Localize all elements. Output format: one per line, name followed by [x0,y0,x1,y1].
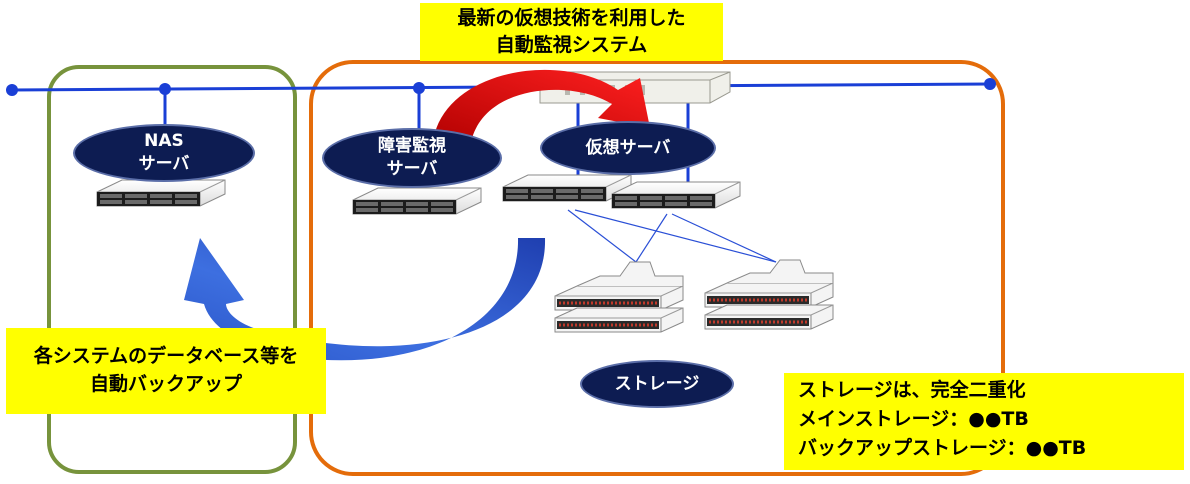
storage-array-2 [703,259,835,331]
storage-note-line-2: メインストレージ：●●TB [798,408,1029,430]
nas-server-unit [96,179,226,207]
virtual-server-label: 仮想サーバ [540,121,716,175]
monitor-server-label: 障害監視 サーバ [322,128,502,188]
bus-end-left [6,84,18,96]
nas-label-line-2: サーバ [138,154,190,174]
virtual-label-line-1: 仮想サーバ [585,137,671,158]
backup-note-line-1: 各システムのデータベース等を [33,345,299,367]
nas-label-line-1: NAS [144,131,184,151]
storage-links [567,209,777,263]
storage-note-line-1: ストレージは、完全二重化 [798,379,1026,401]
backup-note-line-2: 自動バックアップ [89,373,242,395]
main-frame [309,60,1005,476]
storage-note-line-3: バックアップストレージ：●●TB [798,437,1087,459]
system-banner: 最新の仮想技術を利用した 自動監視システム [420,3,723,61]
monitor-label-line-2: サーバ [386,159,438,179]
backup-note: 各システムのデータベース等を 自動バックアップ [6,328,326,414]
monitor-label-line-1: 障害監視 [378,136,446,156]
banner-line-2: 自動監視システム [495,34,648,56]
banner-line-1: 最新の仮想技術を利用した [457,7,686,29]
storage-label: ストレージ [580,360,734,408]
bus-end-right [984,78,996,90]
virtual-server-unit-2 [611,181,741,209]
storage-note: ストレージは、完全二重化 メインストレージ：●●TB バックアップストレージ：●… [784,373,1184,470]
nas-server-label: NAS サーバ [73,124,255,182]
monitor-server-unit [352,187,482,215]
red-flow-arrow [432,69,650,148]
nas-frame [47,65,297,474]
storage-label-line-1: ストレージ [614,373,700,394]
storage-array-1 [553,261,685,334]
